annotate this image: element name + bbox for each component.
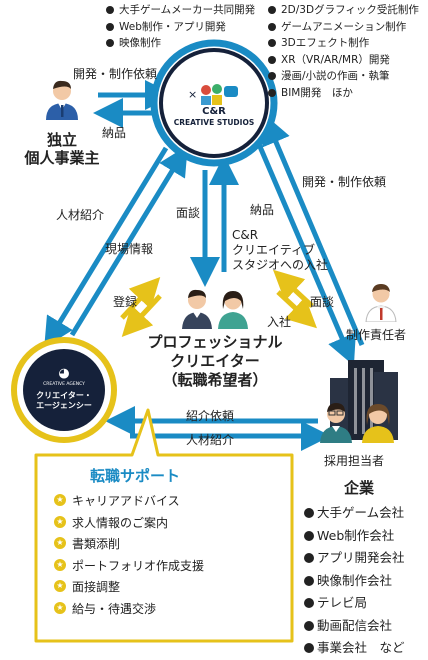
list-item: Web制作・アプリ開発 — [106, 19, 255, 36]
list-item: 事業会社 など — [304, 637, 405, 660]
recruiters-avatar-icon — [318, 397, 398, 447]
list-item: キャリアアドバイス — [54, 491, 204, 513]
talent-intro-label: 人材紹介 — [56, 208, 105, 222]
services-left-list: 大手ゲームメーカー共同開発 Web制作・アプリ開発 映像制作 — [106, 2, 255, 52]
businessman-avatar-icon — [42, 76, 82, 124]
manager-label: 制作責任者 — [346, 328, 407, 342]
company-list: 大手ゲーム会社 Web制作会社 アプリ開発会社 映像制作会社 テレビ局 動画配信… — [304, 502, 405, 660]
list-item: 面接調整 — [54, 577, 204, 599]
professional-line2: クリエイター — [170, 352, 260, 370]
delivery-right-label: 納品 — [250, 203, 275, 217]
list-item: ゲームアニメーション制作 — [268, 19, 419, 36]
creators-avatar-icon — [180, 285, 250, 333]
agency-logo-line2: エージェンシー — [36, 401, 92, 410]
site-info-label: 現場情報 — [105, 242, 154, 256]
list-item: BIM開発 ほか — [268, 85, 419, 102]
list-item: Web制作会社 — [304, 525, 405, 548]
agency-logo-line1: クリエイター・ — [36, 391, 92, 400]
list-item: テレビ局 — [304, 592, 405, 615]
list-item: 映像制作会社 — [304, 570, 405, 593]
agency-swirl-icon: ◕ — [58, 366, 70, 381]
list-item: 映像制作 — [106, 35, 255, 52]
services-right-list: 2D/3Dグラフィック受託制作 ゲームアニメーション制作 3Dエフェクト制作 X… — [268, 2, 419, 101]
intro-request-label: 紹介依頼 — [186, 409, 235, 423]
list-item: 大手ゲームメーカー共同開発 — [106, 2, 255, 19]
list-item: 動画配信会社 — [304, 615, 405, 638]
studio-logo-line1: C&R — [202, 106, 226, 117]
professional-title: プロフェッショナル クリエイター （転職希望者） — [110, 333, 320, 390]
svg-text:×: × — [188, 88, 197, 101]
talent-intro-bottom-label: 人材紹介 — [186, 433, 235, 447]
indie-line2: 個人事業主 — [24, 149, 100, 167]
dev-request-left-label: 開発・制作依頼 — [73, 67, 158, 81]
dev-request-right-label: 開発・制作依頼 — [302, 175, 387, 189]
list-item: 求人情報のご案内 — [54, 513, 204, 535]
list-item: 大手ゲーム会社 — [304, 502, 405, 525]
list-item: 給与・待遇交渉 — [54, 599, 204, 621]
indie-line1: 独立 — [46, 131, 77, 149]
support-title: 転職サポート — [90, 467, 181, 485]
list-item: 2D/3Dグラフィック受託制作 — [268, 2, 419, 19]
interview-right-label: 面談 — [310, 295, 335, 309]
list-item: ポートフォリオ作成支援 — [54, 556, 204, 578]
recruiter-label: 採用担当者 — [324, 454, 385, 468]
studio-logo-line2: CREATIVE STUDIOS — [173, 118, 255, 127]
list-item: XR（VR/AR/MR）開発 — [268, 52, 419, 69]
delivery-left-label: 納品 — [102, 126, 127, 140]
register-label: 登録 — [113, 295, 138, 309]
agency-logo: ◕ CREATIVE AGENCY クリエイター・ エージェンシー — [30, 366, 98, 411]
join-studio-label: C&R クリエイティブ スタジオへの入社 — [232, 228, 329, 272]
professional-line3: （転職希望者） — [162, 371, 268, 389]
company-title: 企業 — [344, 479, 375, 497]
agency-logo-small: CREATIVE AGENCY — [43, 382, 85, 387]
professional-line1: プロフェッショナル — [147, 333, 283, 351]
join-label: 入社 — [267, 315, 292, 329]
indie-title: 独立 個人事業主 — [14, 131, 110, 167]
list-item: 漫画/小説の作画・執筆 — [268, 68, 419, 85]
interview-center-label: 面談 — [176, 206, 201, 220]
studio-people-icon: × — [188, 82, 240, 110]
manager-avatar-icon — [364, 280, 398, 326]
list-item: 書類添削 — [54, 534, 204, 556]
support-list: キャリアアドバイス 求人情報のご案内 書類添削 ポートフォリオ作成支援 面接調整… — [54, 491, 204, 621]
list-item: アプリ開発会社 — [304, 547, 405, 570]
studio-logo: C&R CREATIVE STUDIOS — [164, 106, 264, 128]
list-item: 3Dエフェクト制作 — [268, 35, 419, 52]
